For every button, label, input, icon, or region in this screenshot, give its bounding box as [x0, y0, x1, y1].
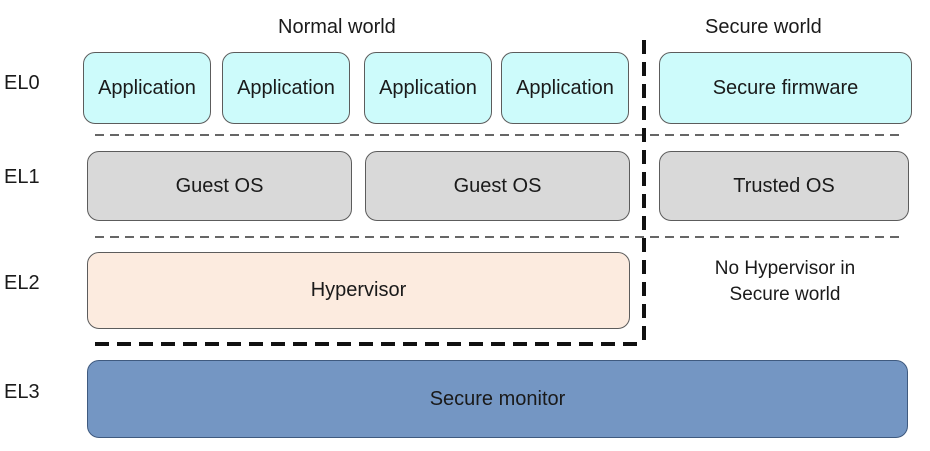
el0-label: EL0: [4, 72, 40, 94]
hypervisor-box: Hypervisor: [87, 252, 630, 329]
no-hypervisor-note-line-1: No Hypervisor in: [714, 258, 856, 279]
secure-firmware-box: Secure firmware: [659, 52, 912, 124]
normal-world-heading: Normal world: [278, 16, 396, 38]
secure-monitor-box: Secure monitor: [87, 360, 908, 438]
application-box: Application: [501, 52, 629, 124]
guest-os-box: Guest OS: [365, 151, 630, 221]
trusted-os-box: Trusted OS: [659, 151, 909, 221]
el1-label: EL1: [4, 166, 40, 188]
el3-label: EL3: [4, 381, 40, 403]
no-hypervisor-note: No Hypervisor in Secure world: [660, 256, 910, 308]
el2-label: EL2: [4, 272, 40, 294]
application-box: Application: [83, 52, 211, 124]
guest-os-box: Guest OS: [87, 151, 352, 221]
no-hypervisor-note-line-2: Secure world: [729, 284, 841, 305]
application-box: Application: [222, 52, 350, 124]
application-box: Application: [364, 52, 492, 124]
secure-world-heading: Secure world: [705, 16, 822, 38]
